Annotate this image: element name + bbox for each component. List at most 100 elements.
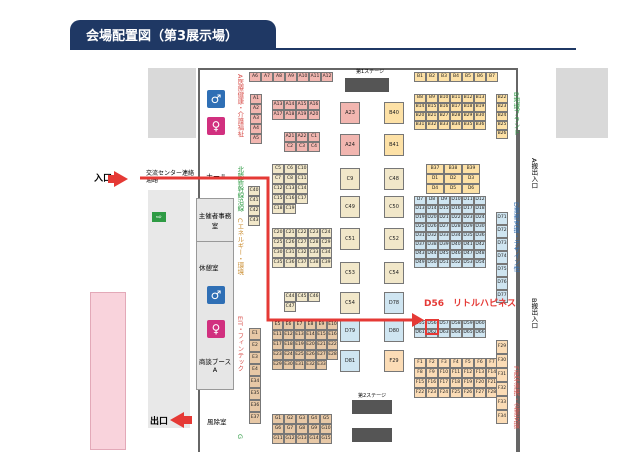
booth-d34[interactable]: D34 [450, 232, 462, 241]
booth-a3[interactable]: A3 [250, 114, 262, 124]
booth-f19[interactable]: F19 [462, 378, 474, 388]
booth-d76[interactable]: D76 [496, 277, 508, 290]
booth-f22[interactable]: F22 [414, 388, 426, 398]
booth-c42[interactable]: C42 [248, 206, 260, 216]
booth-d37[interactable]: D37 [414, 241, 426, 250]
booth-c5[interactable]: C5 [272, 164, 284, 174]
booth-a13[interactable]: A13 [272, 100, 284, 110]
booth-g10[interactable]: G10 [320, 424, 332, 434]
booth-b25[interactable]: B25 [496, 121, 508, 130]
booth-c54[interactable]: C54 [340, 292, 360, 314]
booth-d42[interactable]: D42 [474, 241, 486, 250]
booth-f34[interactable]: F34 [496, 410, 508, 424]
booth-e34[interactable]: E34 [249, 376, 261, 388]
booth-b40[interactable]: B40 [384, 102, 404, 124]
booth-b26[interactable]: B26 [496, 130, 508, 139]
booth-d11[interactable]: D11 [462, 196, 474, 205]
booth-a21[interactable]: A21 [284, 132, 296, 142]
booth-c38[interactable]: C38 [308, 258, 320, 268]
booth-c18[interactable]: C18 [272, 204, 284, 214]
booth-f16[interactable]: F16 [426, 378, 438, 388]
booth-b33[interactable]: B33 [438, 121, 450, 130]
booth-c15[interactable]: C15 [272, 194, 284, 204]
booth-d51[interactable]: D51 [438, 259, 450, 268]
booth-b37[interactable]: B37 [426, 164, 444, 174]
booth-f29[interactable]: F29 [496, 340, 508, 354]
booth-d30[interactable]: D30 [474, 223, 486, 232]
booth-d53[interactable]: D53 [462, 259, 474, 268]
booth-d21[interactable]: D21 [438, 214, 450, 223]
booth-f8[interactable]: F8 [414, 368, 426, 378]
booth-a17[interactable]: A17 [272, 110, 284, 120]
booth-d14[interactable]: D14 [426, 205, 438, 214]
booth-c47[interactable]: C47 [284, 302, 296, 312]
booth-b28[interactable]: B28 [450, 112, 462, 121]
booth-f29[interactable]: F29 [384, 350, 404, 372]
booth-d32[interactable]: D32 [426, 232, 438, 241]
booth-c11[interactable]: C11 [296, 174, 308, 184]
booth-g12[interactable]: G12 [284, 434, 296, 444]
booth-g7[interactable]: G7 [284, 424, 296, 434]
booth-f9[interactable]: F9 [426, 368, 438, 378]
booth-d8[interactable]: D8 [426, 196, 438, 205]
booth-c3[interactable]: C3 [296, 142, 308, 152]
booth-a19[interactable]: A19 [296, 110, 308, 120]
booth-d26[interactable]: D26 [426, 223, 438, 232]
booth-f10[interactable]: F10 [438, 368, 450, 378]
booth-d22[interactable]: D22 [450, 214, 462, 223]
booth-a16[interactable]: A16 [308, 100, 320, 110]
booth-d6[interactable]: D6 [462, 184, 480, 194]
booth-b14[interactable]: B14 [414, 103, 426, 112]
booth-e21[interactable]: E21 [316, 340, 327, 350]
booth-d4[interactable]: D4 [426, 184, 444, 194]
booth-a12[interactable]: A12 [321, 72, 333, 82]
booth-c54[interactable]: C54 [384, 262, 404, 284]
booth-e16[interactable]: E16 [327, 330, 338, 340]
booth-a24[interactable]: A24 [340, 134, 360, 156]
booth-e24[interactable]: E24 [283, 350, 294, 360]
booth-f5[interactable]: F5 [462, 358, 474, 368]
booth-b38[interactable]: B38 [444, 164, 462, 174]
booth-c10[interactable]: C10 [296, 164, 308, 174]
booth-b21[interactable]: B21 [426, 112, 438, 121]
booth-c4[interactable]: C4 [308, 142, 320, 152]
booth-d44[interactable]: D44 [426, 250, 438, 259]
booth-f33[interactable]: F33 [496, 396, 508, 410]
booth-g11[interactable]: G11 [272, 434, 284, 444]
booth-d18[interactable]: D18 [474, 205, 486, 214]
booth-d77[interactable]: D77 [496, 290, 508, 303]
booth-c8[interactable]: C8 [284, 174, 296, 184]
booth-d48[interactable]: D48 [474, 250, 486, 259]
booth-c36[interactable]: C36 [284, 258, 296, 268]
booth-c32[interactable]: C32 [296, 248, 308, 258]
booth-f32[interactable]: F32 [496, 382, 508, 396]
booth-d25[interactable]: D25 [414, 223, 426, 232]
booth-c52[interactable]: C52 [384, 228, 404, 250]
booth-d71[interactable]: D71 [496, 212, 508, 225]
booth-c9[interactable]: C9 [340, 168, 360, 190]
booth-b10[interactable]: B10 [438, 94, 450, 103]
booth-e31[interactable]: E31 [294, 360, 305, 370]
booth-d43[interactable]: D43 [414, 250, 426, 259]
booth-e3[interactable]: E3 [249, 352, 261, 364]
booth-d39[interactable]: D39 [438, 241, 450, 250]
booth-b31[interactable]: B31 [414, 121, 426, 130]
booth-c17[interactable]: C17 [296, 194, 308, 204]
booth-g4[interactable]: G4 [308, 414, 320, 424]
booth-d31[interactable]: D31 [414, 232, 426, 241]
booth-b29[interactable]: B29 [462, 112, 474, 121]
booth-c39[interactable]: C39 [320, 258, 332, 268]
booth-f20[interactable]: F20 [474, 378, 486, 388]
booth-a7[interactable]: A7 [261, 72, 273, 82]
booth-b3[interactable]: B3 [438, 72, 450, 82]
booth-d64[interactable]: D64 [450, 329, 462, 338]
booth-d29[interactable]: D29 [462, 223, 474, 232]
booth-b39[interactable]: B39 [462, 164, 480, 174]
booth-b24[interactable]: B24 [496, 112, 508, 121]
booth-f1[interactable]: F1 [414, 358, 426, 368]
booth-b5[interactable]: B5 [462, 72, 474, 82]
booth-c30[interactable]: C30 [272, 248, 284, 258]
booth-f24[interactable]: F24 [438, 388, 450, 398]
booth-c21[interactable]: C21 [284, 228, 296, 238]
booth-g13[interactable]: G13 [296, 434, 308, 444]
